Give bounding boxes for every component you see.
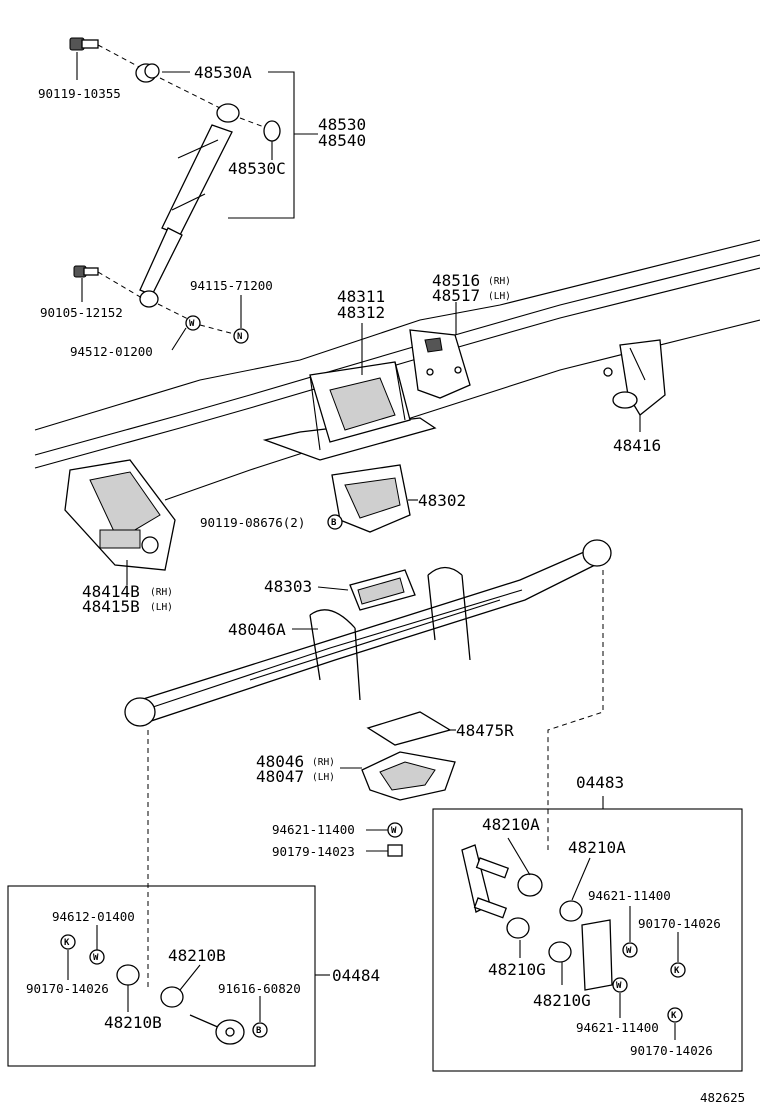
washer-icon: W — [612, 977, 628, 993]
label-48530A: 48530A — [194, 63, 252, 82]
label-48530C: 48530C — [228, 159, 286, 178]
label-48517: 48517 — [432, 286, 480, 305]
washer-icon: W — [185, 315, 201, 331]
u-bolt — [309, 566, 471, 701]
shackle-pin — [189, 1014, 245, 1045]
shackle-plate — [461, 844, 510, 919]
spring-bracket — [331, 464, 411, 533]
spring-seat-bracket — [262, 361, 437, 461]
leaf-spring — [124, 539, 612, 727]
label-94621-11400-b: 94621-11400 — [588, 888, 671, 903]
label-90119-08676: 90119-08676(2) — [200, 515, 305, 530]
label-48303: 48303 — [264, 577, 312, 596]
label-48210A-2: 48210A — [568, 838, 626, 857]
label-94621-11400-c: 94621-11400 — [576, 1020, 659, 1035]
label-48046: 48046 — [256, 752, 304, 771]
spring-plate — [366, 711, 452, 746]
label-90119-10355: 90119-10355 — [38, 86, 121, 101]
nut-icon: K — [60, 934, 76, 950]
label-48210G-2: 48210G — [533, 991, 591, 1010]
washer-marker: W — [626, 946, 632, 956]
bolt-icon: B — [327, 514, 343, 530]
nut-marker: K — [64, 938, 70, 948]
frame-rail — [34, 239, 760, 501]
spring-pad — [349, 569, 416, 611]
label-48475R: 48475R — [456, 721, 514, 740]
shackle-bracket — [603, 339, 666, 416]
bushing-icon — [263, 120, 281, 142]
nut-icon: N — [233, 328, 249, 344]
label-94512-01200: 94512-01200 — [70, 344, 153, 359]
label-48210B-2: 48210B — [104, 1013, 162, 1032]
label-48414B: 48414B — [82, 582, 140, 601]
spring-seat — [361, 751, 456, 801]
nut-icon — [387, 844, 403, 857]
label-90105-12152: 90105-12152 — [40, 305, 123, 320]
label-94612-01400: 94612-01400 — [52, 909, 135, 924]
nut-marker: N — [237, 332, 242, 342]
nut-icon: K — [667, 1007, 683, 1023]
label-04484: 04484 — [332, 966, 380, 985]
bushing-icon — [135, 63, 160, 83]
label-48516: 48516 — [432, 271, 480, 290]
nut-icon: K — [670, 962, 686, 978]
label-48046-side: (RH) — [312, 757, 335, 768]
washer-marker: W — [93, 953, 99, 963]
shock-absorber — [139, 103, 240, 308]
washer-marker: W — [189, 319, 195, 329]
label-48210B-1: 48210B — [168, 946, 226, 965]
label-48415B-side: (LH) — [150, 602, 173, 613]
label-48540: 48540 — [318, 131, 366, 150]
label-48312: 48312 — [337, 303, 385, 322]
footer-code: 482625 — [700, 1090, 745, 1105]
label-48047-side: (LH) — [312, 772, 335, 783]
label-48416: 48416 — [613, 436, 661, 455]
nut-marker: K — [671, 1011, 677, 1021]
washer-icon: W — [89, 949, 105, 965]
label-48046A: 48046A — [228, 620, 286, 639]
label-90170-14026-c: 90170-14026 — [26, 981, 109, 996]
bolt-marker: B — [256, 1026, 262, 1036]
label-90179-14023: 90179-14023 — [272, 844, 355, 859]
label-48047: 48047 — [256, 767, 304, 786]
label-48414B-side: (RH) — [150, 587, 173, 598]
label-90170-14026-b: 90170-14026 — [630, 1043, 713, 1058]
bolt-marker: B — [331, 518, 337, 528]
label-48311: 48311 — [337, 287, 385, 306]
label-48517-side: (LH) — [488, 291, 511, 302]
part-labels: 90119-10355 48530A 48530 48540 48530C 90… — [26, 63, 745, 1105]
shackle-plate — [581, 919, 613, 991]
bolt-icon — [73, 265, 99, 278]
label-94115-71200: 94115-71200 — [190, 278, 273, 293]
bolt-icon — [69, 37, 99, 51]
label-48415B: 48415B — [82, 597, 140, 616]
washer-marker: W — [391, 826, 397, 836]
label-04483: 04483 — [576, 773, 624, 792]
label-90170-14026-a: 90170-14026 — [638, 916, 721, 931]
label-48516-side: (RH) — [488, 276, 511, 287]
bushing-icon — [116, 964, 184, 1008]
washer-icon: W — [622, 942, 638, 958]
nut-marker: K — [674, 966, 680, 976]
label-48302: 48302 — [418, 491, 466, 510]
hanger-bracket — [409, 329, 471, 399]
label-48210A-1: 48210A — [482, 815, 540, 834]
label-91616-60820: 91616-60820 — [218, 981, 301, 996]
washer-marker: W — [616, 981, 622, 991]
front-hanger-bracket — [64, 459, 176, 571]
bolt-icon: B — [252, 1022, 268, 1038]
label-48210G-1: 48210G — [488, 960, 546, 979]
label-48530: 48530 — [318, 115, 366, 134]
kit-box-04484 — [7, 885, 316, 1067]
label-94621-11400-a: 94621-11400 — [272, 822, 355, 837]
washer-icon: W — [387, 822, 403, 838]
bushing-icon — [506, 873, 583, 963]
kit-box-04483 — [432, 808, 743, 1072]
